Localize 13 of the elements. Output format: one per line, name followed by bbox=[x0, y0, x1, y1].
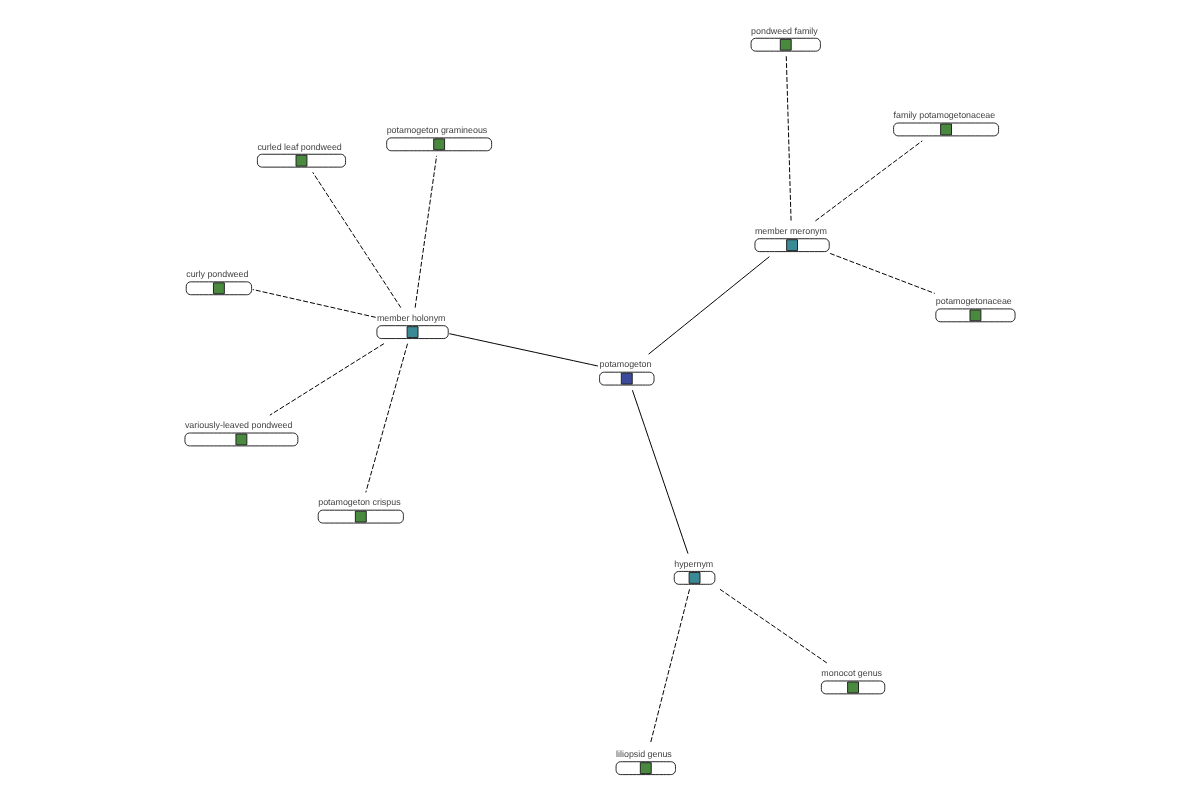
connector bbox=[785, 55, 792, 222]
connector bbox=[448, 333, 599, 367]
connector bbox=[719, 588, 828, 664]
connector bbox=[252, 289, 377, 318]
connector bbox=[648, 256, 770, 355]
connector bbox=[312, 171, 402, 309]
connector bbox=[649, 588, 690, 745]
connector bbox=[414, 155, 438, 309]
connector bbox=[365, 343, 408, 493]
connector bbox=[631, 389, 689, 555]
connector bbox=[269, 343, 385, 416]
connector bbox=[814, 140, 923, 222]
connector bbox=[829, 252, 936, 294]
